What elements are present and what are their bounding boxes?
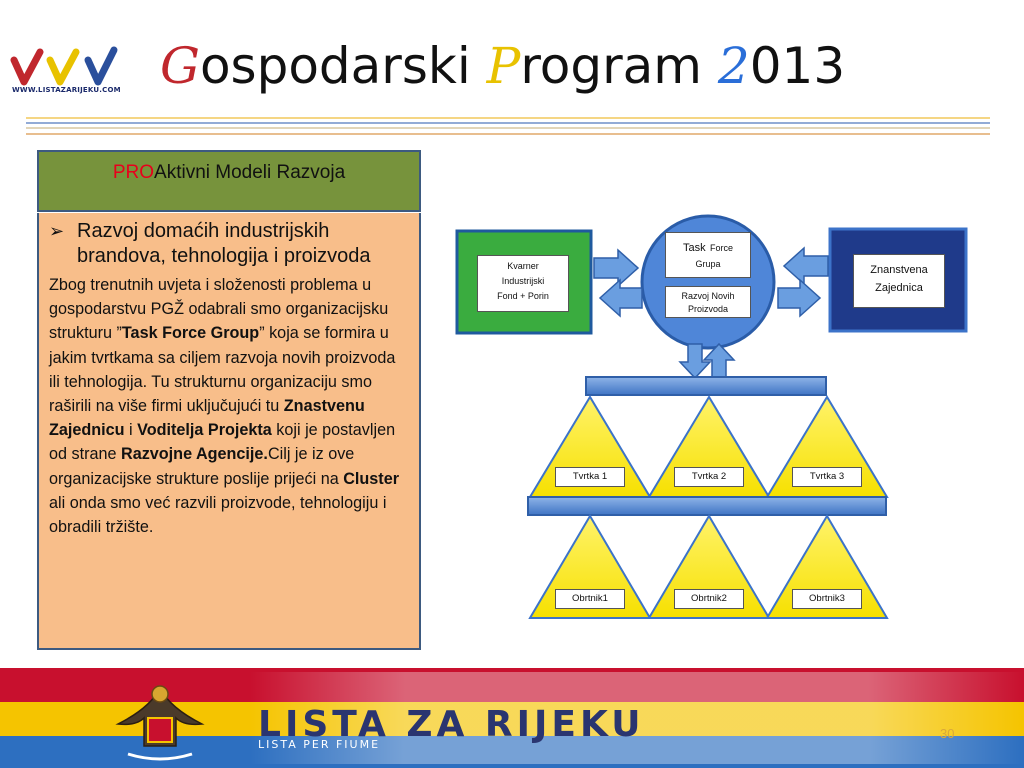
task-word: Task [682,242,706,254]
footer-subtitle: LISTA PER FIUME [258,738,381,751]
title-word-1: ospodarski [199,37,487,95]
body-text-run: ali onda smo već razvili proizvode, tehn… [49,493,387,537]
science-line-1: Znanstvena [870,264,928,276]
arrow-left-to-center [593,248,640,288]
rijeka-crest-icon [115,685,205,761]
page-number: 30 [940,726,955,741]
new-products-line-1: Razvoj Novih [681,291,735,301]
grupa-word: Grupa [695,259,721,269]
company-label-2: Tvrtka 2 [674,467,744,487]
page-title: Gospodarski Program 2013 [160,26,845,106]
top-connector-bar [585,376,827,396]
body-bold-term: Razvojne Agencije. [121,445,268,464]
footer-banner [0,668,1024,768]
new-products-label: Razvoj Novih Proizvoda [665,286,751,318]
lista-za-rijeku-logo [10,46,118,86]
craft-label-3: Obrtnik3 [792,589,862,609]
body-text-run: i [124,421,138,440]
fund-line-3: Fond + Porin [497,291,549,301]
fund-box-label: Kvarner Industrijski Fond + Porin [477,255,569,312]
arrow-up-to-center [702,342,736,379]
header-divider-lines [26,117,990,135]
arrow-center-to-left [598,278,643,318]
arrow-down-from-center [678,343,712,380]
logo-url: WWW.LISTAZARIJEKU.COM [12,86,121,94]
new-products-line-2: Proizvoda [687,304,729,314]
craft-label-1: Obrtnik1 [555,589,625,609]
middle-connector-bar [527,496,887,516]
title-letter-g: G [160,37,200,95]
body-bold-term: Znastvenu Zajednicu [49,397,365,440]
company-label-1: Tvrtka 1 [555,467,625,487]
company-label-3: Tvrtka 3 [792,467,862,487]
footer-title: LISTA ZA RIJEKU [258,704,645,745]
science-box-label: Znanstvena Zajednica [853,254,945,308]
task-force-label: Task Force Grupa [665,232,751,278]
fund-line-2: Industrijski [501,276,545,286]
body-text-run: ” koja se formira u jakim tvrtkama sa ci… [49,324,396,416]
arrow-bullet-icon: ➢ [49,221,65,241]
organization-diagram: Kvarner Industrijski Fond + Porin Znanst… [450,200,990,640]
craft-label-2: Obrtnik2 [674,589,744,609]
panel-header-pro: PRO [112,162,155,183]
title-letter-p: P [486,37,521,95]
science-line-2: Zajednica [875,282,923,294]
body-paragraph: Zbog trenutnih uvjeta i složenosti probl… [49,273,409,539]
body-bold-term: Task Force Group [121,324,260,343]
body-bold-term: Voditelja Projekta [137,421,272,440]
arrow-center-to-right [777,278,822,318]
panel-body: ➢ Razvoj domaćih industrijskih brandova,… [37,213,421,650]
body-bold-term: Cluster [343,469,399,488]
fund-line-1: Kvarner [507,261,539,271]
title-year-rest: 013 [749,37,846,95]
body-text-run: Zbog trenutnih uvjeta i složenosti probl… [49,276,389,343]
body-text-run: Cilj je iz ove organizacijske strukture … [49,445,355,488]
arrow-right-to-center [782,246,829,286]
title-digit-2: 2 [717,37,750,95]
force-word: Force [710,243,734,253]
title-word-2: rogram [520,37,718,95]
body-text-run: koji je postavljen od strane [49,421,396,464]
panel-header: PROAktivni Modeli Razvoja [37,150,421,212]
bullet-text: Razvoj domaćih industrijskih brandova, t… [77,220,371,267]
bullet-item: ➢ Razvoj domaćih industrijskih brandova,… [49,219,409,269]
panel-header-rest: Aktivni Modeli Razvoja [154,162,346,183]
